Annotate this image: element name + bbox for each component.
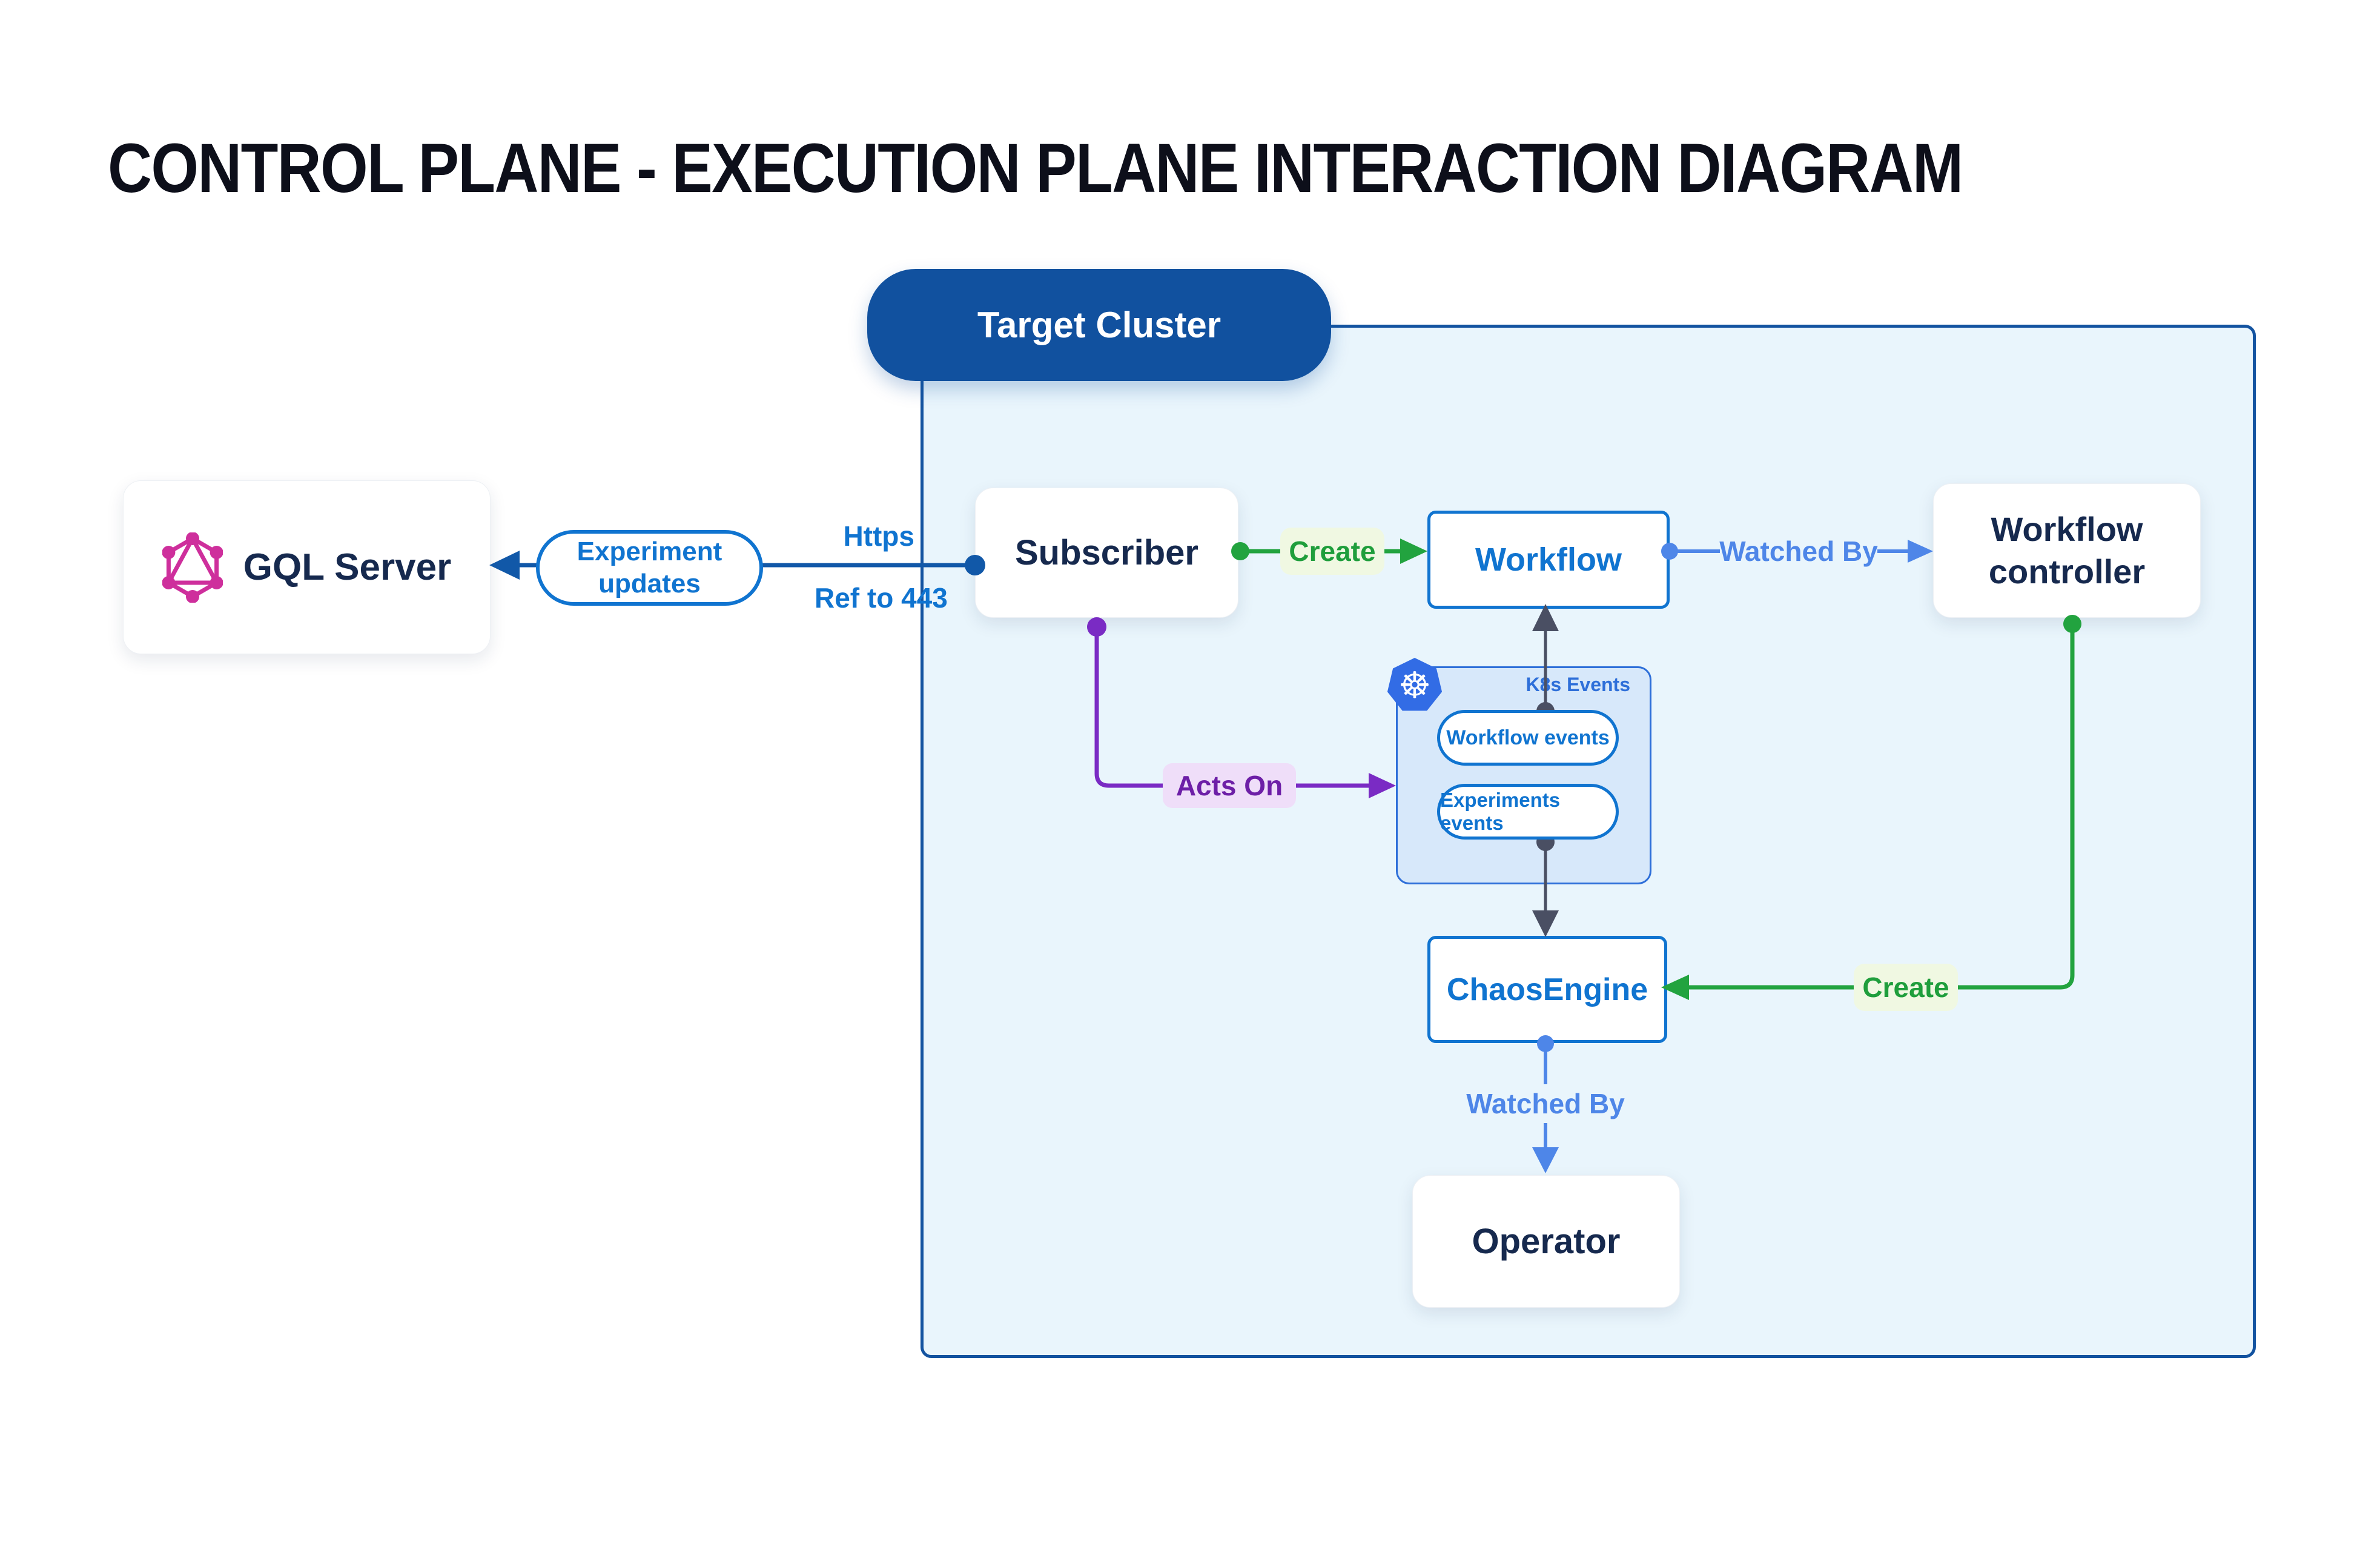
experiment-updates-pill: Experiment updates bbox=[536, 530, 763, 606]
gql-server-node: GQL Server bbox=[123, 480, 491, 654]
chaosengine-node: ChaosEngine bbox=[1427, 936, 1667, 1043]
create-workflow-label: Create bbox=[1280, 528, 1384, 575]
operator-label: Operator bbox=[1472, 1222, 1621, 1261]
create-chaosengine-label: Create bbox=[1854, 964, 1958, 1011]
chaosengine-label: ChaosEngine bbox=[1446, 972, 1648, 1007]
experiments-events-label: Experiments events bbox=[1440, 789, 1561, 834]
ref-to-443-label: Ref to 443 bbox=[815, 582, 948, 614]
watched-by-operator-label: Watched By bbox=[1461, 1084, 1630, 1123]
workflow-events-pill: Workflow events bbox=[1437, 710, 1619, 766]
gql-server-label: GQL Server bbox=[243, 546, 452, 588]
workflow-events-label: Workflow events bbox=[1446, 726, 1610, 749]
experiment-updates-label: Experiment updates bbox=[577, 536, 722, 598]
workflow-node: Workflow bbox=[1427, 511, 1670, 609]
target-cluster-pill: Target Cluster bbox=[867, 269, 1331, 381]
acts-on-label: Acts On bbox=[1163, 763, 1296, 808]
graphql-icon bbox=[162, 532, 223, 603]
page-title: CONTROL PLANE - EXECUTION PLANE INTERACT… bbox=[108, 130, 1963, 207]
workflow-controller-label: Workflow controller bbox=[1988, 510, 2146, 591]
k8s-events-label: K8s Events bbox=[1526, 674, 1630, 695]
workflow-controller-node: Workflow controller bbox=[1933, 483, 2201, 618]
subscriber-node: Subscriber bbox=[975, 488, 1238, 618]
k8s-events-box bbox=[1396, 666, 1651, 884]
operator-node: Operator bbox=[1412, 1175, 1680, 1308]
https-label: Https bbox=[843, 520, 914, 552]
watched-by-workflow-label: Watched By bbox=[1719, 532, 1878, 571]
target-cluster-label: Target Cluster bbox=[977, 305, 1221, 345]
subscriber-label: Subscriber bbox=[1015, 533, 1198, 572]
experiments-events-pill: Experiments events bbox=[1437, 784, 1619, 840]
workflow-label: Workflow bbox=[1475, 542, 1622, 578]
